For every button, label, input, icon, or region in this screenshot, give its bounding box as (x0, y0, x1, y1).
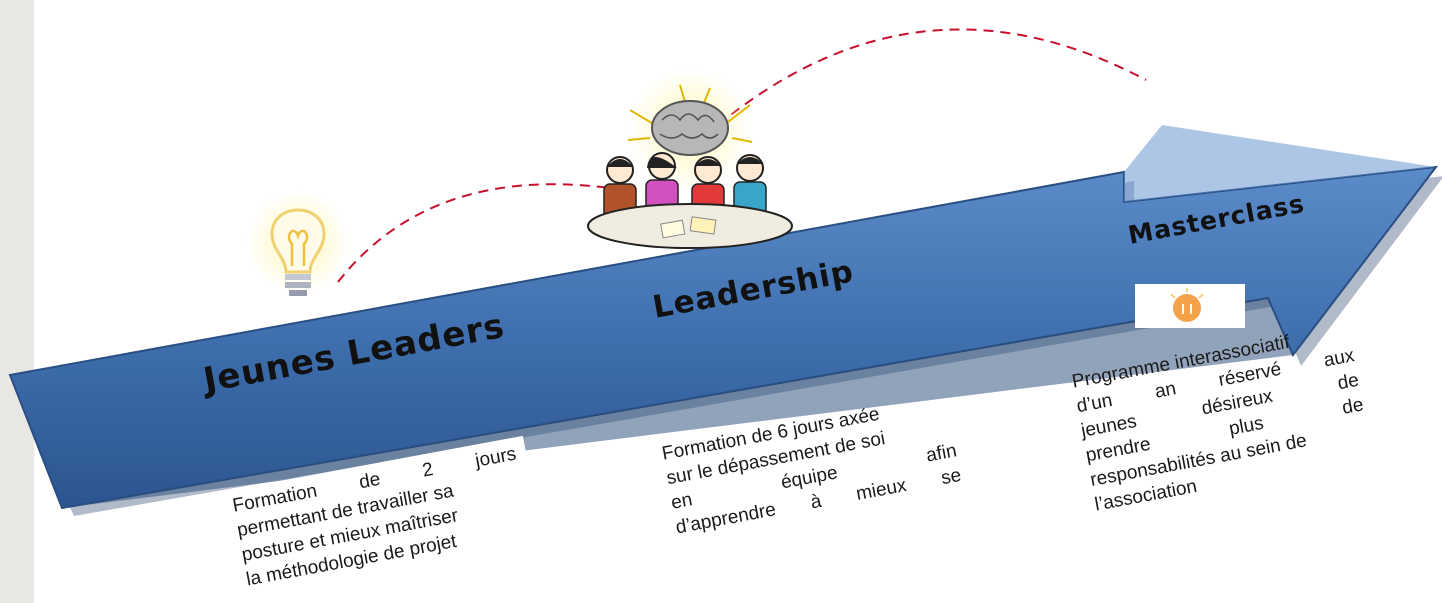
team-brainstorm-icon (587, 68, 793, 249)
dashed-arc-2 (717, 28, 1147, 126)
timeline-arrow (8, 125, 1442, 516)
dashed-arc-1 (337, 183, 611, 283)
small-lightbulb-icon (1135, 284, 1245, 328)
lightbulb-icon (246, 190, 350, 296)
left-sidebar-strip (0, 0, 34, 603)
